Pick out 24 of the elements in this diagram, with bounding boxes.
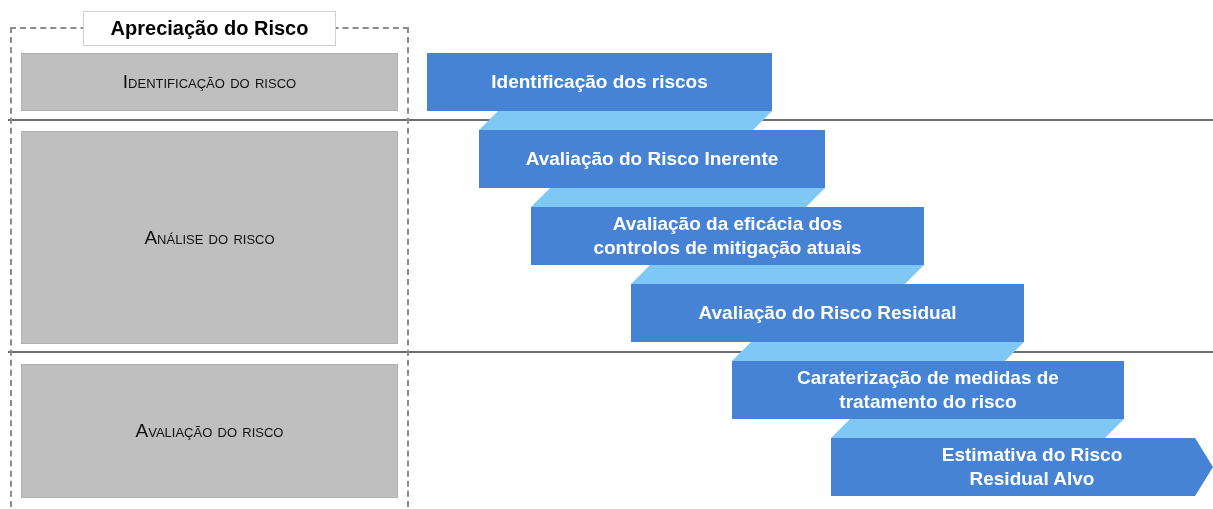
step-label: Estimativa do Risco Residual Alvo [940, 443, 1124, 491]
process-box [427, 53, 772, 111]
step-label: Caraterização de medidas de tratamento do risco [796, 366, 1060, 414]
process-box [732, 361, 1124, 419]
phase-label: Avaliação do risco [135, 420, 284, 442]
group-heading: Apreciação do Risco [83, 11, 336, 46]
phase-box [21, 131, 398, 344]
step-label: Avaliação do Risco Residual [698, 301, 957, 325]
phase-box [21, 53, 398, 111]
process-box [531, 207, 924, 265]
arrow-process-box [831, 438, 1213, 496]
connector-band [531, 188, 825, 207]
step-label: Identificação dos riscos [491, 70, 708, 94]
process-box [479, 130, 825, 188]
step-label: Avaliação da eficácia dos controlos de mitigação atuais [592, 212, 863, 260]
phase-label: Análise do risco [144, 226, 275, 249]
process-box [631, 284, 1024, 342]
connector-band [631, 265, 924, 284]
step-label: Avaliação do Risco Inerente [525, 147, 779, 171]
connector-band [479, 111, 772, 130]
phase-box [21, 364, 398, 498]
connector-band [831, 419, 1124, 438]
phase-label: Identificação do risco [122, 71, 297, 93]
connector-band [732, 342, 1024, 361]
